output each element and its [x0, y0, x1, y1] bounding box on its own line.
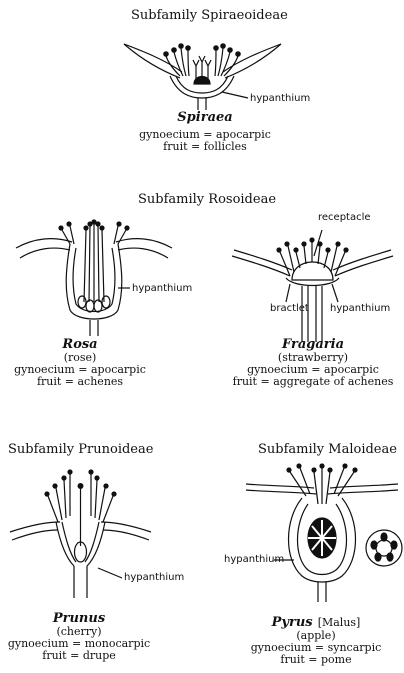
- pyrus-caption: Pyrus [Malus] (apple) gynoecium = syncar…: [228, 611, 404, 666]
- fragaria-flower-diagram: [230, 226, 395, 346]
- rosa-caption: Rosa (rose) gynoecium = apocarpic fruit …: [0, 337, 160, 388]
- prunoideae-title: Subfamily Prunoideae: [8, 442, 153, 457]
- fragaria-bractlet-label: bractlet: [270, 303, 309, 314]
- fragaria-hypanthium-label: hypanthium: [330, 303, 390, 314]
- pyrus-genus: Pyrus: [272, 615, 313, 630]
- maloideae-title: Subfamily Maloideae: [258, 442, 397, 457]
- pyrus-hypanthium-label: hypanthium: [224, 554, 284, 565]
- fragaria-caption: Fragaria (strawberry) gynoecium = apocar…: [222, 337, 404, 388]
- prunus-genus: Prunus: [0, 611, 158, 626]
- rosa-genus: Rosa: [0, 337, 160, 352]
- spiraea-hypanthium-label: hypanthium: [250, 93, 310, 104]
- rosoideae-title: Subfamily Rosoideae: [138, 192, 276, 207]
- fragaria-fruit: fruit = aggregate of achenes: [222, 376, 404, 388]
- spiraeoideae-title: Subfamily Spiraeoideae: [131, 8, 288, 23]
- rosa-hypanthium-label: hypanthium: [132, 283, 192, 294]
- rosa-fruit: fruit = achenes: [0, 376, 160, 388]
- pyrus-fruit: fruit = pome: [228, 654, 404, 666]
- pyrus-flower-diagram: [240, 464, 404, 604]
- spiraea-caption: Spiraea gynoecium = apocarpic fruit = fo…: [100, 110, 310, 153]
- prunus-hypanthium-label: hypanthium: [124, 572, 184, 583]
- spiraea-fruit: fruit = follicles: [100, 141, 310, 153]
- fragaria-receptacle-label: receptacle: [318, 212, 371, 223]
- spiraea-genus: Spiraea: [100, 110, 310, 125]
- rosa-flower-diagram: [14, 218, 174, 338]
- pyrus-alt-genus: [Malus]: [318, 616, 361, 629]
- prunus-fruit: fruit = drupe: [0, 650, 158, 662]
- prunus-caption: Prunus (cherry) gynoecium = monocarpic f…: [0, 611, 158, 662]
- fragaria-genus: Fragaria: [222, 337, 404, 352]
- pyrus-genus-line: Pyrus [Malus]: [228, 611, 404, 630]
